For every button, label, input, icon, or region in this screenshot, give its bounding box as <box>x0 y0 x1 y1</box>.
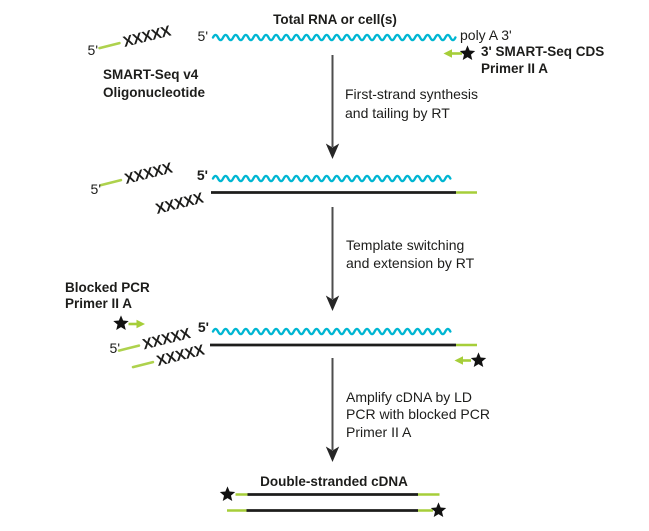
blocked-primer-label-line2: Primer II A <box>65 296 133 312</box>
step1-arrow-head <box>325 143 340 159</box>
smart-seq-oligo-top: XXXXX <box>98 23 173 51</box>
step2-label-line2: and extension by RT <box>346 255 475 271</box>
poly-a-label: poly A 3' <box>460 27 512 43</box>
ds-bottom-right-star-icon <box>430 502 447 518</box>
cds-primer-label-line2: Primer II A <box>481 61 549 77</box>
right-primer-arrow-head <box>454 356 463 365</box>
smart-seq-oligo-label: SMART-Seq v4 Oligonucleotide <box>103 66 205 102</box>
rna-strand-2 <box>211 174 452 183</box>
smart-seq-oligo-label-line1: SMART-Seq v4 <box>103 66 199 82</box>
step1-label: First-strand synthesis and tailing by RT <box>345 85 478 122</box>
step3-label-line1: Amplify cDNA by LD <box>346 389 473 405</box>
step3-label: Amplify cDNA by LD PCR with blocked PCR … <box>346 389 490 441</box>
step3-arrow-head <box>325 446 340 462</box>
cds-primer-star-icon <box>459 45 476 61</box>
rna-strand-top <box>211 33 457 42</box>
right-primer-star-icon <box>470 352 487 368</box>
struct2-tail: XXXXX <box>154 190 205 218</box>
cds-primer-label: 3' SMART-Seq CDS Primer II A <box>481 43 604 78</box>
blocked-primer-star-icon <box>113 315 129 331</box>
step1-label-line1: First-strand synthesis <box>345 86 479 102</box>
struct3-oligo-green-dash <box>117 344 141 352</box>
blocked-primer-label-line1: Blocked PCR <box>65 279 150 295</box>
struct2-oligo: XXXXX <box>99 160 174 188</box>
step2-label-line1: Template switching <box>346 237 465 253</box>
struct2-oligo-sequence-x: XXXXX <box>123 160 174 188</box>
blocked-primer-arrow-head <box>136 319 145 329</box>
struct2-tail-sequence-x: XXXXX <box>154 190 205 218</box>
struct3-oligo-five-prime-label: 5' <box>109 340 120 356</box>
struct2-rna-five-prime-label: 5' <box>196 166 208 183</box>
blocked-primer-label: Blocked PCR Primer II A <box>65 280 150 313</box>
struct2-oligo-five-prime-label: 5' <box>90 181 101 197</box>
double-stranded-cdna-label: Double-stranded cDNA <box>260 473 408 489</box>
step3-label-line2: PCR with blocked PCR <box>346 406 490 423</box>
struct2-oligo-green-dash <box>99 178 123 187</box>
cds-primer-label-line1: 3' SMART-Seq CDS <box>481 43 605 59</box>
step2-label: Template switching and extension by RT <box>346 236 474 272</box>
oligo-green-dash <box>98 41 121 50</box>
struct3-tail-green-dash <box>131 360 155 369</box>
cds-primer-arrow-head <box>443 49 452 58</box>
oligo-top-five-prime-label: 5' <box>87 42 98 58</box>
oligo-sequence-x: XXXXX <box>121 23 172 51</box>
ds-top-left-star-icon <box>219 486 236 502</box>
rna-strand-3 <box>211 327 452 336</box>
step3-label-line3: Primer II A <box>346 423 412 440</box>
rna-top-five-prime-label: 5' <box>197 28 208 44</box>
struct3-rna-five-prime-label: 5' <box>197 318 209 335</box>
step1-label-line2: and tailing by RT <box>345 104 450 121</box>
smart-seq-oligo-label-line2: Oligonucleotide <box>103 84 206 100</box>
total-rna-title: Total RNA or cell(s) <box>273 11 397 27</box>
step2-arrow-head <box>325 295 340 311</box>
